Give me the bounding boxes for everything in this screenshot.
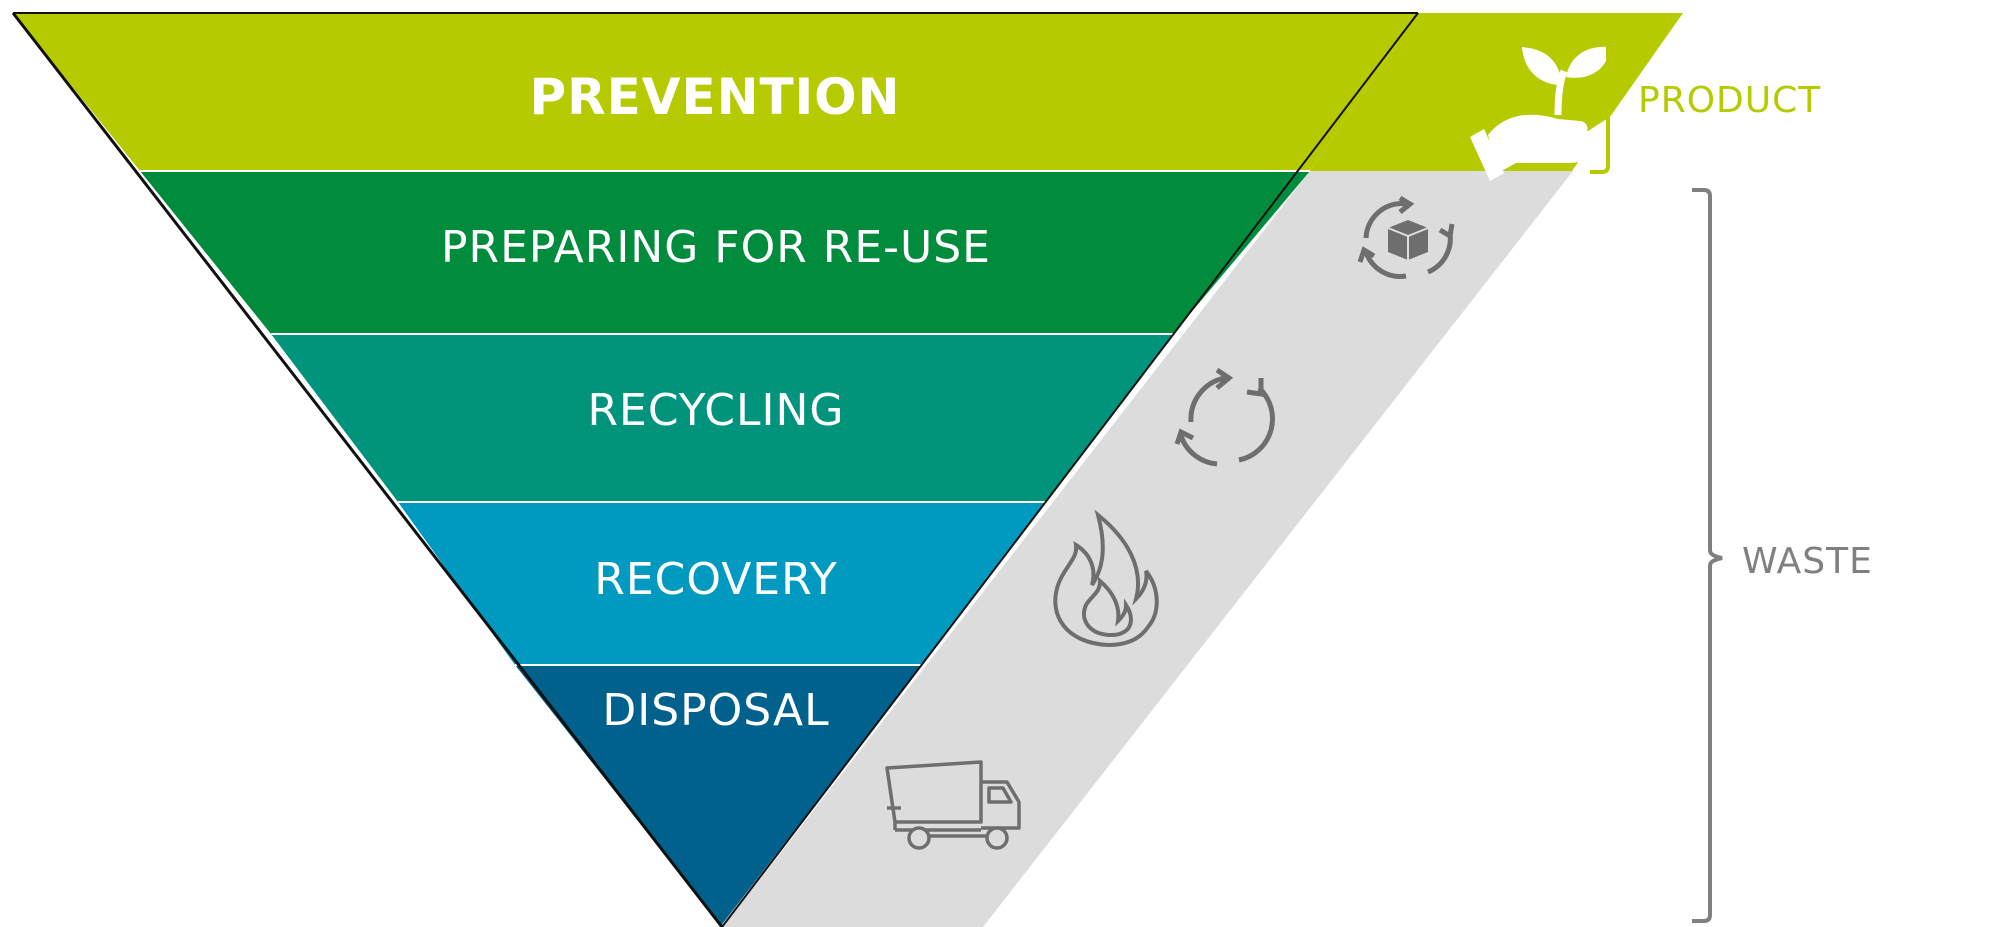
product-bracket — [1590, 14, 1626, 174]
tier-separators — [140, 170, 1310, 666]
waste-side-band — [723, 171, 1573, 927]
tier-label-recovery: RECOVERY — [594, 554, 838, 605]
waste-bracket — [1692, 188, 1723, 923]
pyramid-outline-right — [721, 12, 1419, 927]
waste-label: WASTE — [1742, 541, 1873, 582]
tier-label-preparing-for-reuse: PREPARING FOR RE-USE — [441, 222, 991, 273]
recycle-icon — [1174, 367, 1275, 467]
pyramid-outline-left — [11, 12, 724, 927]
tier-recovery — [398, 502, 1046, 665]
tier-prevention — [13, 13, 1418, 171]
tier-recycling — [271, 334, 1173, 502]
reuse-box-icon — [1357, 195, 1455, 279]
tier-label-disposal: DISPOSAL — [602, 685, 829, 736]
product-label: PRODUCT — [1638, 80, 1821, 121]
flame-icon — [1053, 509, 1159, 648]
tier-label-prevention: PREVENTION — [529, 68, 900, 126]
tier-preparing-for-reuse — [140, 171, 1310, 334]
plant-hand-icon — [1470, 46, 1631, 181]
tier-label-recycling: RECYCLING — [587, 385, 844, 436]
tier-disposal — [515, 665, 922, 927]
dump-truck-icon — [885, 760, 1021, 850]
